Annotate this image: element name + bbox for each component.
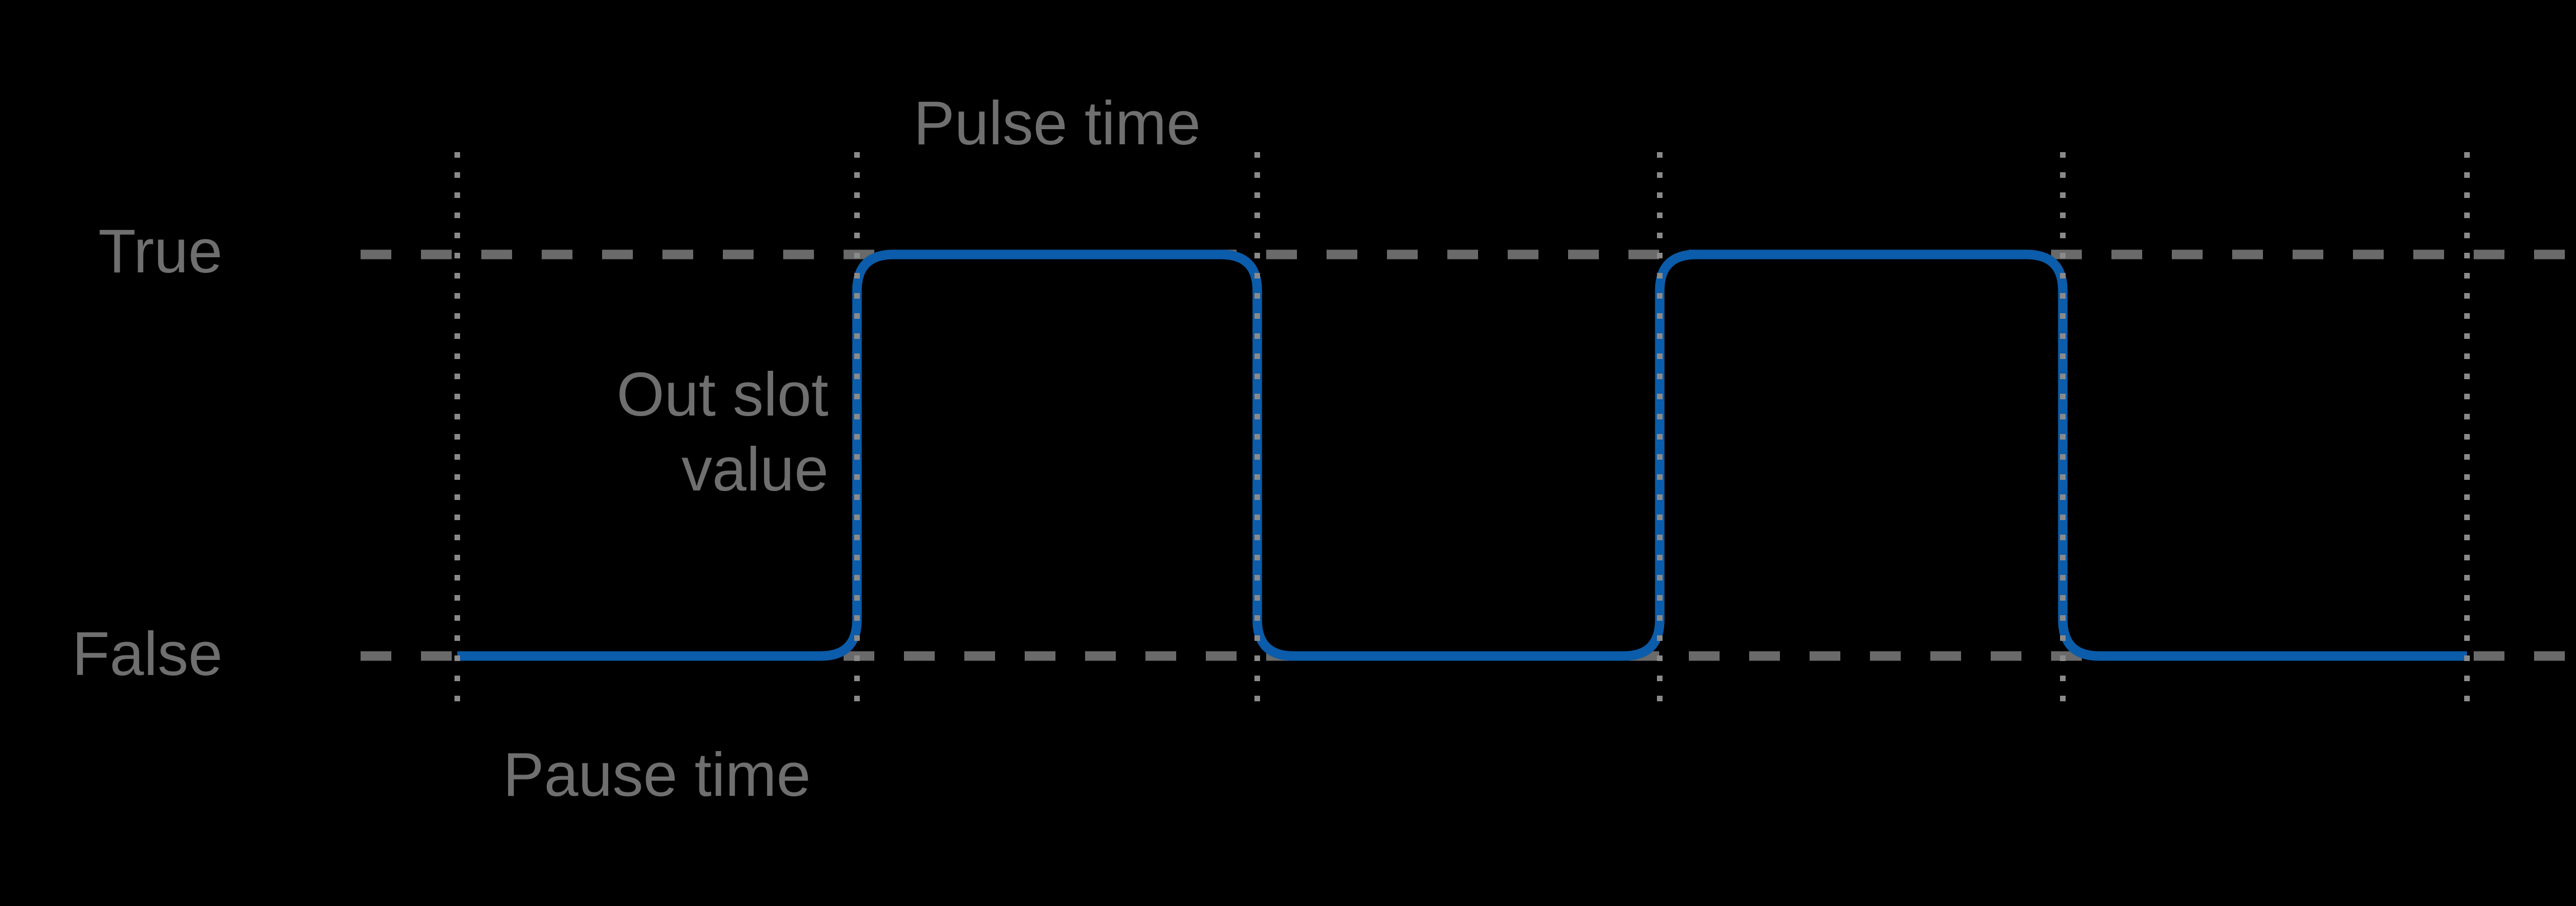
pause-time-label: Pause time <box>503 740 811 809</box>
out-slot-value-label-line2: value <box>681 435 828 504</box>
out-slot-value-label-line1: Out slot <box>617 360 828 429</box>
false-axis-label: False <box>72 620 222 688</box>
true-axis-label: True <box>98 217 222 286</box>
pulse-time-label: Pulse time <box>913 89 1201 158</box>
